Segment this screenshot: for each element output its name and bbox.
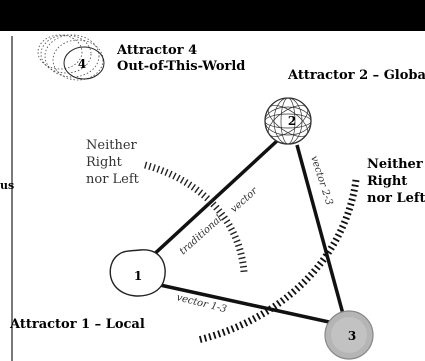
right-dashed-arc [198, 180, 356, 340]
attractor-1-label: Attractor 1 – Local [9, 317, 145, 332]
neither-right-line2: Right [367, 174, 407, 189]
vector-1-2-line [150, 140, 278, 258]
attractor-3-number: 3 [348, 329, 356, 343]
top-black-bar [0, 0, 425, 31]
attractor-4-circles [38, 35, 104, 80]
neither-left-line3: nor Left [86, 172, 140, 187]
neither-left-line1: Neither [86, 138, 138, 153]
attractor-4-label-line1: Attractor 4 [116, 43, 197, 58]
attractor-1-number: 1 [134, 269, 142, 283]
vector-label: vector [229, 185, 261, 215]
neither-left-line2: Right [86, 155, 123, 170]
attractor-4-label-line2: Out-of-This-World [117, 59, 245, 74]
neither-right-line3: nor Left [367, 191, 425, 206]
traditional-label: traditional [178, 213, 225, 257]
attractor-2-label: Attractor 2 – Global [287, 68, 425, 83]
attractor-4-number: 4 [78, 57, 86, 71]
attractor-2-number: 2 [288, 114, 296, 128]
neither-right-line1: Neither [367, 157, 423, 172]
cropped-edge-text: us [0, 179, 14, 192]
